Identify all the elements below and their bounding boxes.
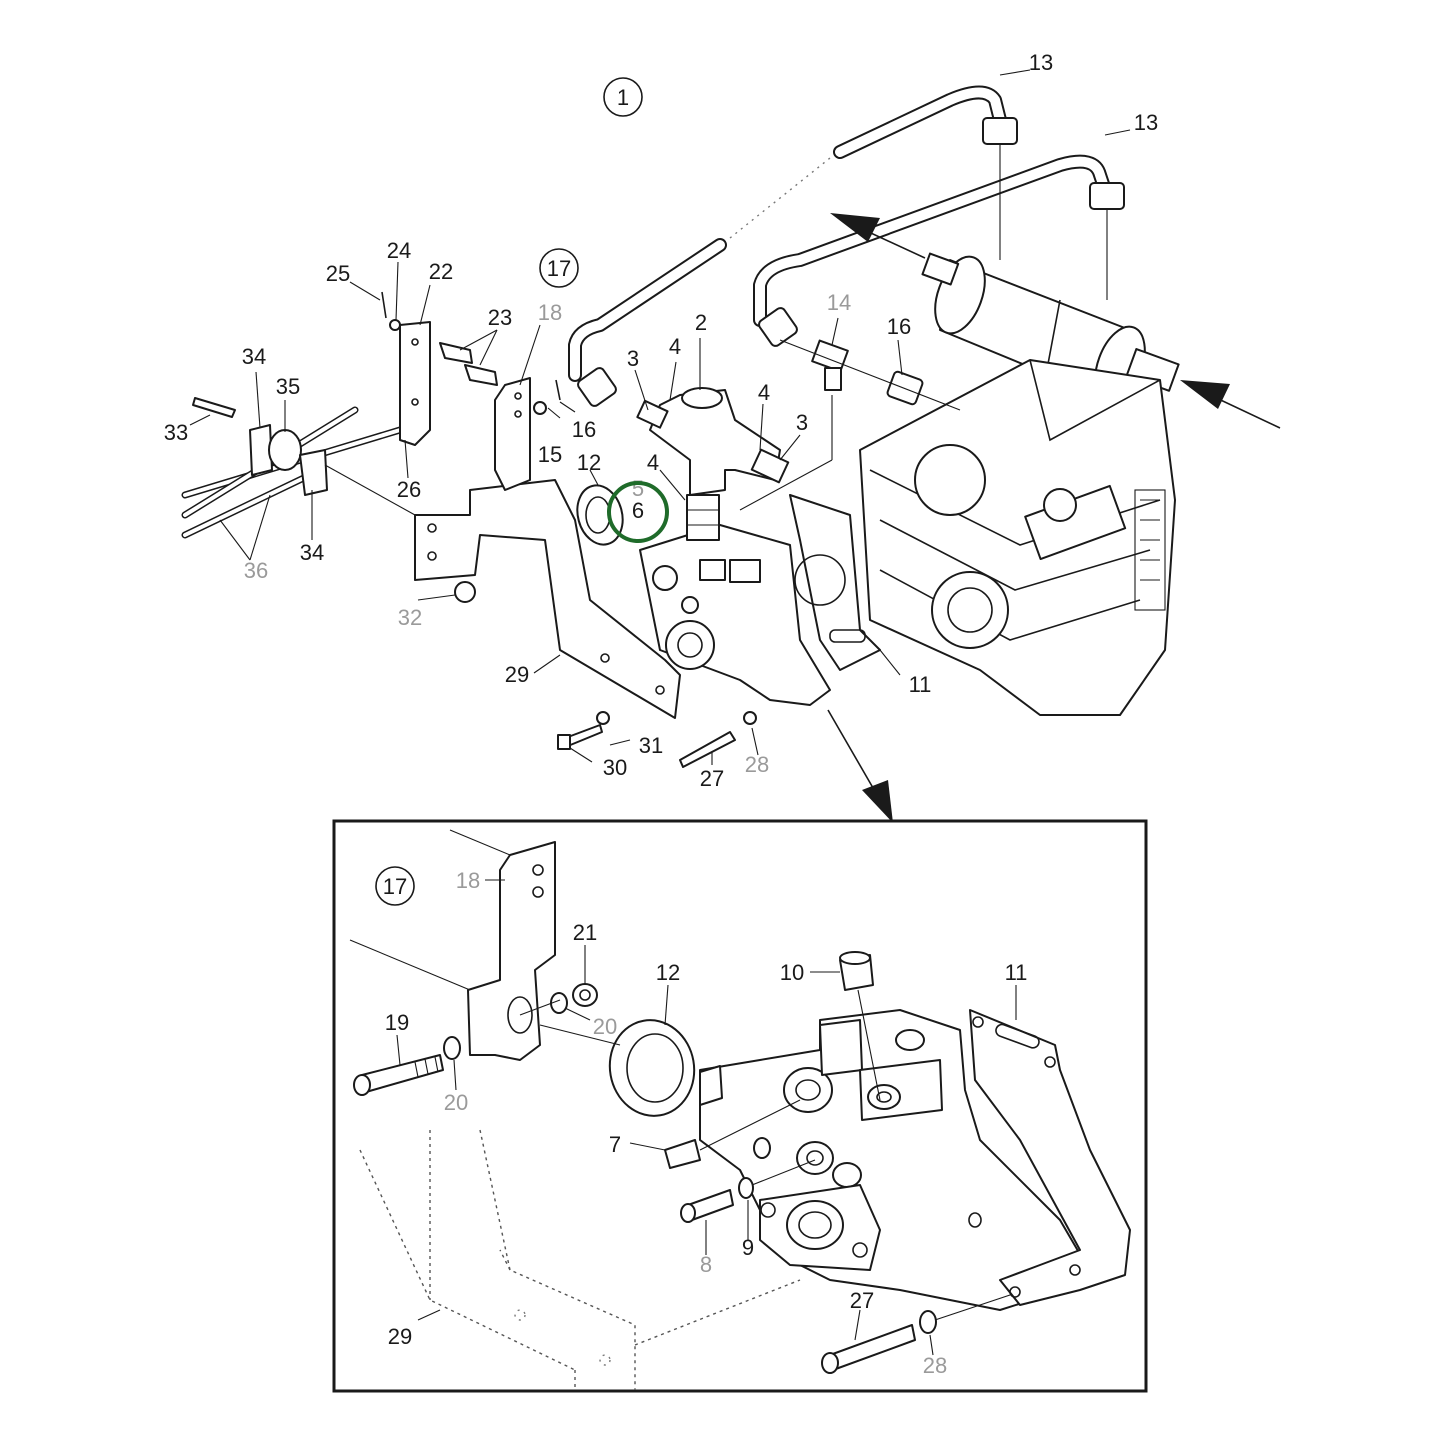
- main-leaders: [189, 69, 1131, 765]
- label-11: 11: [909, 672, 932, 697]
- tee-fitting: [636, 387, 790, 541]
- flow-arrow-icon: [827, 213, 1281, 823]
- clevis-parts: [192, 397, 328, 496]
- label-34b: 34: [300, 540, 324, 565]
- label-31: 31: [639, 733, 663, 758]
- label-14: 14: [827, 290, 851, 315]
- label-25: 25: [326, 261, 350, 286]
- detail-label-21: 21: [573, 920, 597, 945]
- cooler-unit: [921, 252, 1180, 405]
- view-marker-17: 17: [539, 248, 579, 288]
- label-16b: 16: [572, 417, 596, 442]
- detail-label-10: 10: [780, 960, 804, 985]
- label-12: 12: [577, 450, 601, 475]
- detail-labels: 18 21 12 10 11 19 20 20 7 9 8 27 28 29: [385, 868, 1028, 1378]
- label-18: 18: [538, 300, 562, 325]
- mounting-bracket: [414, 479, 681, 719]
- view-marker-1: 1: [603, 77, 643, 117]
- label-23: 23: [488, 305, 512, 330]
- label-30: 30: [603, 755, 627, 780]
- detail-label-8: 8: [700, 1252, 712, 1277]
- detail-gasket: [969, 1009, 1131, 1306]
- detail-label-12: 12: [656, 960, 680, 985]
- label-13b: 13: [1134, 110, 1158, 135]
- label-34a: 34: [242, 344, 266, 369]
- linkage-rods: [181, 406, 404, 539]
- label-3a: 3: [627, 346, 639, 371]
- label-24: 24: [387, 238, 411, 263]
- detail-label-18: 18: [456, 868, 480, 893]
- detail-label-7: 7: [609, 1132, 621, 1157]
- label-16a: 16: [887, 314, 911, 339]
- pump-body: [639, 524, 831, 706]
- label-2: 2: [695, 310, 707, 335]
- label-4b: 4: [758, 380, 770, 405]
- label-29: 29: [505, 662, 529, 687]
- detail-view-marker-17-text: 17: [383, 874, 407, 899]
- highlight-circle-icon: [607, 481, 669, 543]
- view-marker-17-text: 17: [547, 256, 571, 281]
- detail-label-9: 9: [742, 1235, 754, 1260]
- detail-pump-body: [699, 1009, 1096, 1311]
- detail-label-20a: 20: [593, 1014, 617, 1039]
- detail-view-marker-17: 17: [375, 866, 415, 906]
- detail-sealing-ring: [539, 1019, 696, 1117]
- elbow-fitting: [739, 339, 961, 511]
- detail-label-27: 27: [850, 1288, 874, 1313]
- label-27: 27: [700, 766, 724, 791]
- label-26: 26: [397, 477, 421, 502]
- label-36: 36: [244, 558, 268, 583]
- detail-small-parts: [664, 1099, 1011, 1374]
- label-6: 6: [632, 498, 644, 523]
- main-view: 1 17: [164, 50, 1281, 823]
- label-4a: 4: [669, 334, 681, 359]
- detail-leaders: [396, 879, 1017, 1356]
- label-35: 35: [276, 374, 300, 399]
- levers: [399, 321, 531, 491]
- label-15: 15: [538, 442, 562, 467]
- detail-sender: [839, 951, 881, 1101]
- detail-lever: [349, 829, 801, 1390]
- detail-label-28: 28: [923, 1353, 947, 1378]
- label-33: 33: [164, 420, 188, 445]
- detail-label-29: 29: [388, 1324, 412, 1349]
- view-marker-1-text: 1: [617, 85, 629, 110]
- gearbox-housing: [859, 359, 1176, 716]
- label-13a: 13: [1029, 50, 1053, 75]
- detail-view: 17: [332, 819, 1148, 1393]
- fasteners: [381, 291, 757, 768]
- label-3b: 3: [796, 410, 808, 435]
- label-32: 32: [398, 605, 422, 630]
- gasket: [789, 494, 881, 671]
- main-labels: 13 13 2 3 4 4 3 4 5 6 14 16 12 11 29 31 …: [164, 50, 1158, 791]
- detail-label-20b: 20: [444, 1090, 468, 1115]
- detail-label-11: 11: [1005, 960, 1028, 985]
- detail-label-19: 19: [385, 1010, 409, 1035]
- label-22: 22: [429, 259, 453, 284]
- label-4c: 4: [647, 450, 659, 475]
- label-28: 28: [745, 752, 769, 777]
